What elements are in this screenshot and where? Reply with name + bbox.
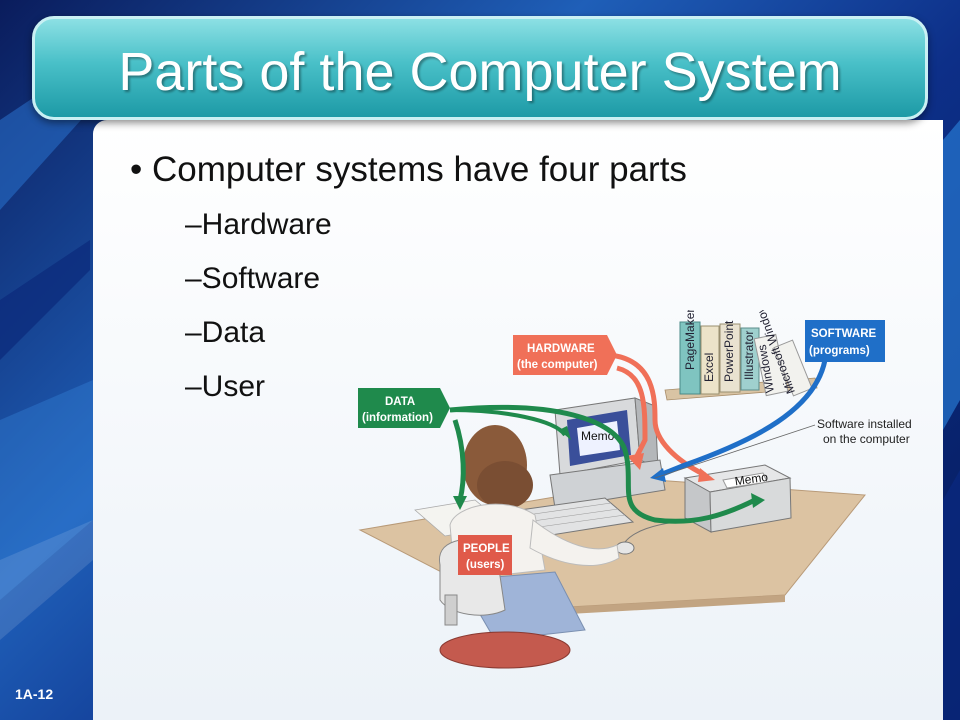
printer: Memo [683,464,792,533]
data-label-line1: DATA [385,396,415,408]
bullet-item-hardware: –Hardware [185,208,332,241]
bullet-item-user: –User [185,370,266,403]
mouse [615,541,635,555]
bullet-item-software: –Software [185,262,321,295]
computer-system-illustration: PageMaker Excel PowerPoint Illustrator W… [358,310,912,669]
book-title-powerpoint: PowerPoint [722,320,736,382]
software-note-line2: on the computer [823,432,910,446]
software-label-line1: SOFTWARE [811,328,876,340]
main-bullet-text: Computer systems have four parts [151,150,687,189]
software-note-line1: Software installed [817,417,912,431]
people-label: PEOPLE (users) [458,535,512,575]
monitor-screen-text: Memo [581,429,615,443]
people-label-line1: PEOPLE [463,543,510,555]
software-label: SOFTWARE (programs) [805,320,885,362]
book-title-illustrator: Illustrator [742,331,756,380]
bullet-item-data: –Data [185,316,266,349]
title-bar: Parts of the Computer System [32,16,928,120]
slide-number: 1A-12 [15,686,54,702]
book-title-pagemaker: PageMaker [683,310,697,370]
hardware-label-line1: HARDWARE [527,343,595,355]
main-bullet: • Computer systems have four parts [130,150,687,189]
people-label-line2: (users) [466,559,505,571]
hardware-label-line2: (the computer) [517,359,598,371]
printer-paper-text: Memo [734,470,769,489]
book-title-excel: Excel [702,353,716,382]
bookshelf: PageMaker Excel PowerPoint Illustrator W… [664,310,818,401]
hardware-label: HARDWARE (the computer) [513,335,617,375]
data-label: DATA (information) [358,388,450,428]
page-title: Parts of the Computer System [118,42,842,102]
data-label-line2: (information) [362,412,433,424]
software-label-line2: (programs) [809,345,870,357]
